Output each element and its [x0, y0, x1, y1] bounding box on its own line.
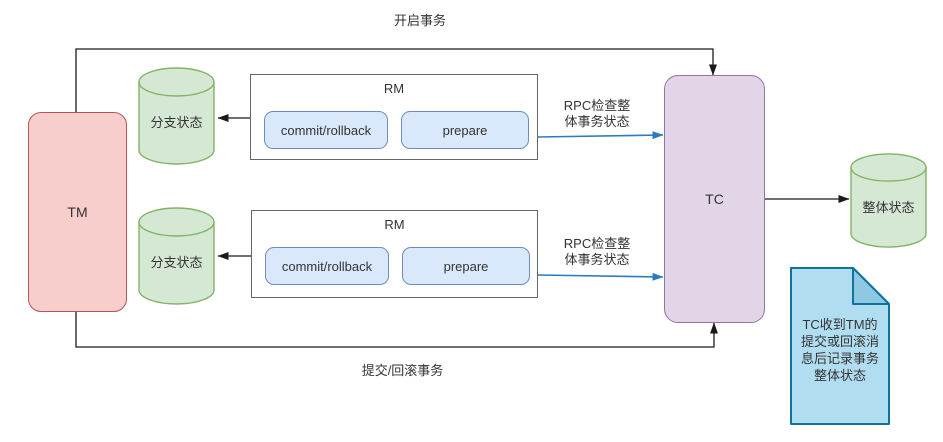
tc-node: TC — [664, 75, 765, 323]
commit-rollback-transaction-label: 提交/回滚事务 — [361, 363, 444, 378]
branch-status-db-bottom: 分支状态 — [138, 207, 215, 305]
rpc-check-label-top-line1: RPC检查整 — [563, 98, 631, 113]
rm-node-top: RM commit/rollback prepare — [250, 74, 538, 160]
global-status-db-label: 整体状态 — [862, 199, 915, 215]
tc-note-text: TC收到TM的 提交或回滚消 息后记录事务 整体状态 — [790, 267, 890, 425]
tc-note-line4: 整体状态 — [813, 368, 866, 383]
branch-status-db-top-label: 分支状态 — [150, 115, 203, 131]
database-cylinder-icon — [850, 153, 927, 248]
edge-rpc-check-bottom — [537, 272, 664, 281]
rm-node-bottom: RM commit/rollback prepare — [251, 210, 538, 298]
global-status-db: 整体状态 — [850, 153, 927, 248]
rpc-check-label-top-line2: 体事务状态 — [564, 114, 630, 129]
rm-bottom-title: RM — [384, 217, 405, 232]
rpc-check-label-bottom-line1: RPC检查整 — [563, 236, 631, 251]
tc-note-line1: TC收到TM的 — [802, 317, 878, 332]
tc-label: TC — [705, 191, 724, 207]
rm-top-prepare-box: prepare — [401, 111, 529, 149]
tc-note-line3: 息后记录事务 — [800, 351, 879, 366]
rpc-check-label-bottom: RPC检查整 体事务状态 — [551, 236, 643, 268]
rm-bottom-prepare-box: prepare — [402, 247, 530, 285]
edge-rpc-check-top — [537, 131, 664, 140]
rm-top-title: RM — [383, 81, 405, 96]
rpc-check-label-top: RPC检查整 体事务状态 — [551, 98, 643, 130]
branch-status-db-top: 分支状态 — [138, 67, 215, 165]
tc-note: TC收到TM的 提交或回滚消 息后记录事务 整体状态 — [790, 267, 890, 425]
note-shape-icon — [790, 267, 890, 425]
edge-begin-transaction — [75, 48, 717, 112]
rpc-check-label-bottom-line2: 体事务状态 — [564, 252, 630, 267]
tm-node: TM — [28, 112, 127, 312]
database-cylinder-icon — [138, 207, 215, 305]
tc-note-line2: 提交或回滚消 — [800, 334, 879, 349]
rm-top-commit-rollback-box: commit/rollback — [264, 111, 388, 149]
edge-commit-rollback-transaction — [75, 312, 718, 348]
rm-bottom-commit-rollback-box: commit/rollback — [265, 247, 389, 285]
branch-status-db-bottom-label: 分支状态 — [150, 255, 203, 271]
begin-transaction-label: 开启事务 — [393, 13, 446, 28]
tm-label: TM — [67, 204, 88, 220]
database-cylinder-icon — [138, 67, 215, 165]
